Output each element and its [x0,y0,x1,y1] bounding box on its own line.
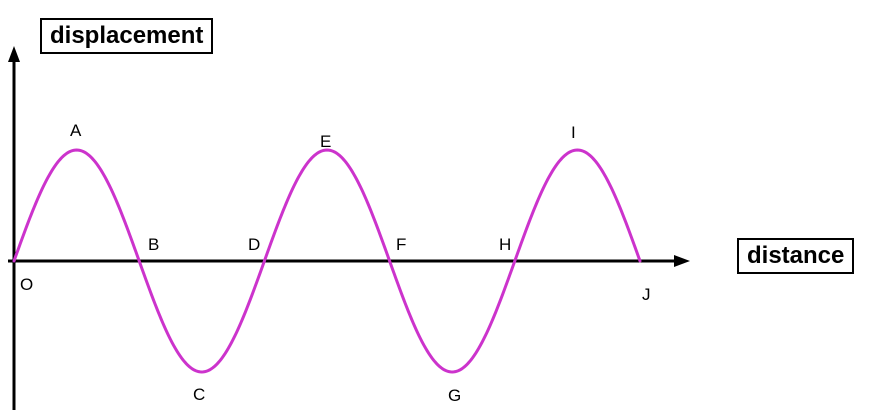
point-label-d: D [248,235,260,254]
wave-curve [12,148,642,374]
point-label-f: F [396,235,406,254]
point-label-b: B [148,235,159,254]
point-label-h: H [499,235,511,254]
point-label-e: E [320,132,331,151]
point-label-j: J [642,285,651,304]
x-axis-arrowhead [674,255,690,267]
point-label-c: C [193,385,205,404]
x-axis-label: distance [737,238,855,274]
y-axis-arrowhead [8,46,20,62]
point-label-a: A [70,121,82,140]
point-label-i: I [571,123,576,142]
y-axis-label: displacement [40,18,214,54]
point-label-g: G [448,386,461,405]
point-label-o: O [20,275,33,294]
